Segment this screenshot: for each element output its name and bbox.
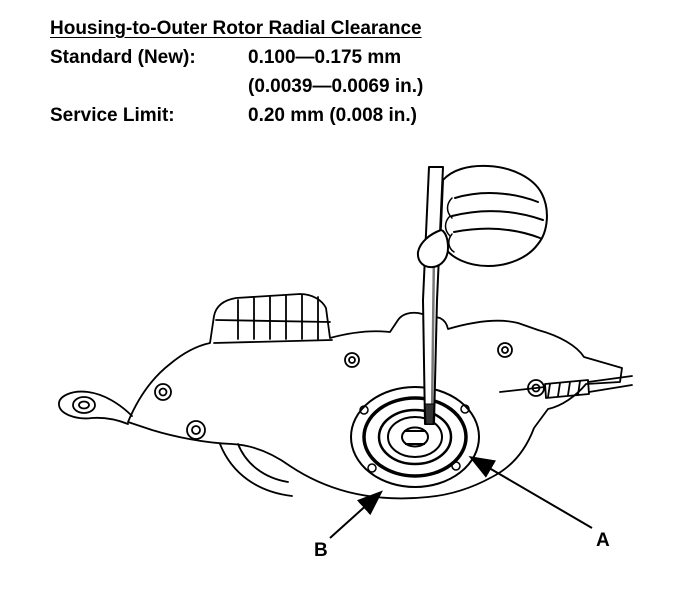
standard-value-in: (0.0039—0.0069 in.) bbox=[248, 76, 424, 97]
callout-arrow-a bbox=[468, 455, 593, 529]
inner-rotor bbox=[387, 416, 443, 458]
spec-service-row: Service Limit: 0.20 mm (0.008 in.) bbox=[50, 101, 423, 130]
callout-arrow-b bbox=[329, 490, 383, 539]
thumb bbox=[416, 229, 449, 269]
callouts bbox=[329, 455, 593, 539]
label-b: B bbox=[314, 540, 328, 561]
hand bbox=[416, 164, 548, 269]
label-a: A bbox=[596, 530, 610, 551]
feeler-gauge bbox=[422, 166, 444, 425]
spec-standard-row-in: (0.0039—0.0069 in.) bbox=[50, 72, 423, 101]
outer-rotor bbox=[362, 396, 468, 478]
standard-label: Standard (New): bbox=[50, 47, 196, 68]
service-limit-label: Service Limit: bbox=[50, 105, 175, 126]
spec-block: Housing-to-Outer Rotor Radial Clearance … bbox=[50, 14, 423, 130]
spec-title: Housing-to-Outer Rotor Radial Clearance bbox=[50, 18, 422, 39]
oil-pump-housing bbox=[58, 293, 633, 500]
standard-value-mm: 0.100—0.175 mm bbox=[248, 47, 402, 68]
service-limit-value: 0.20 mm (0.008 in.) bbox=[248, 105, 417, 126]
rotor-assembly bbox=[350, 386, 480, 488]
spec-standard-row: Standard (New): 0.100—0.175 mm bbox=[50, 43, 423, 72]
